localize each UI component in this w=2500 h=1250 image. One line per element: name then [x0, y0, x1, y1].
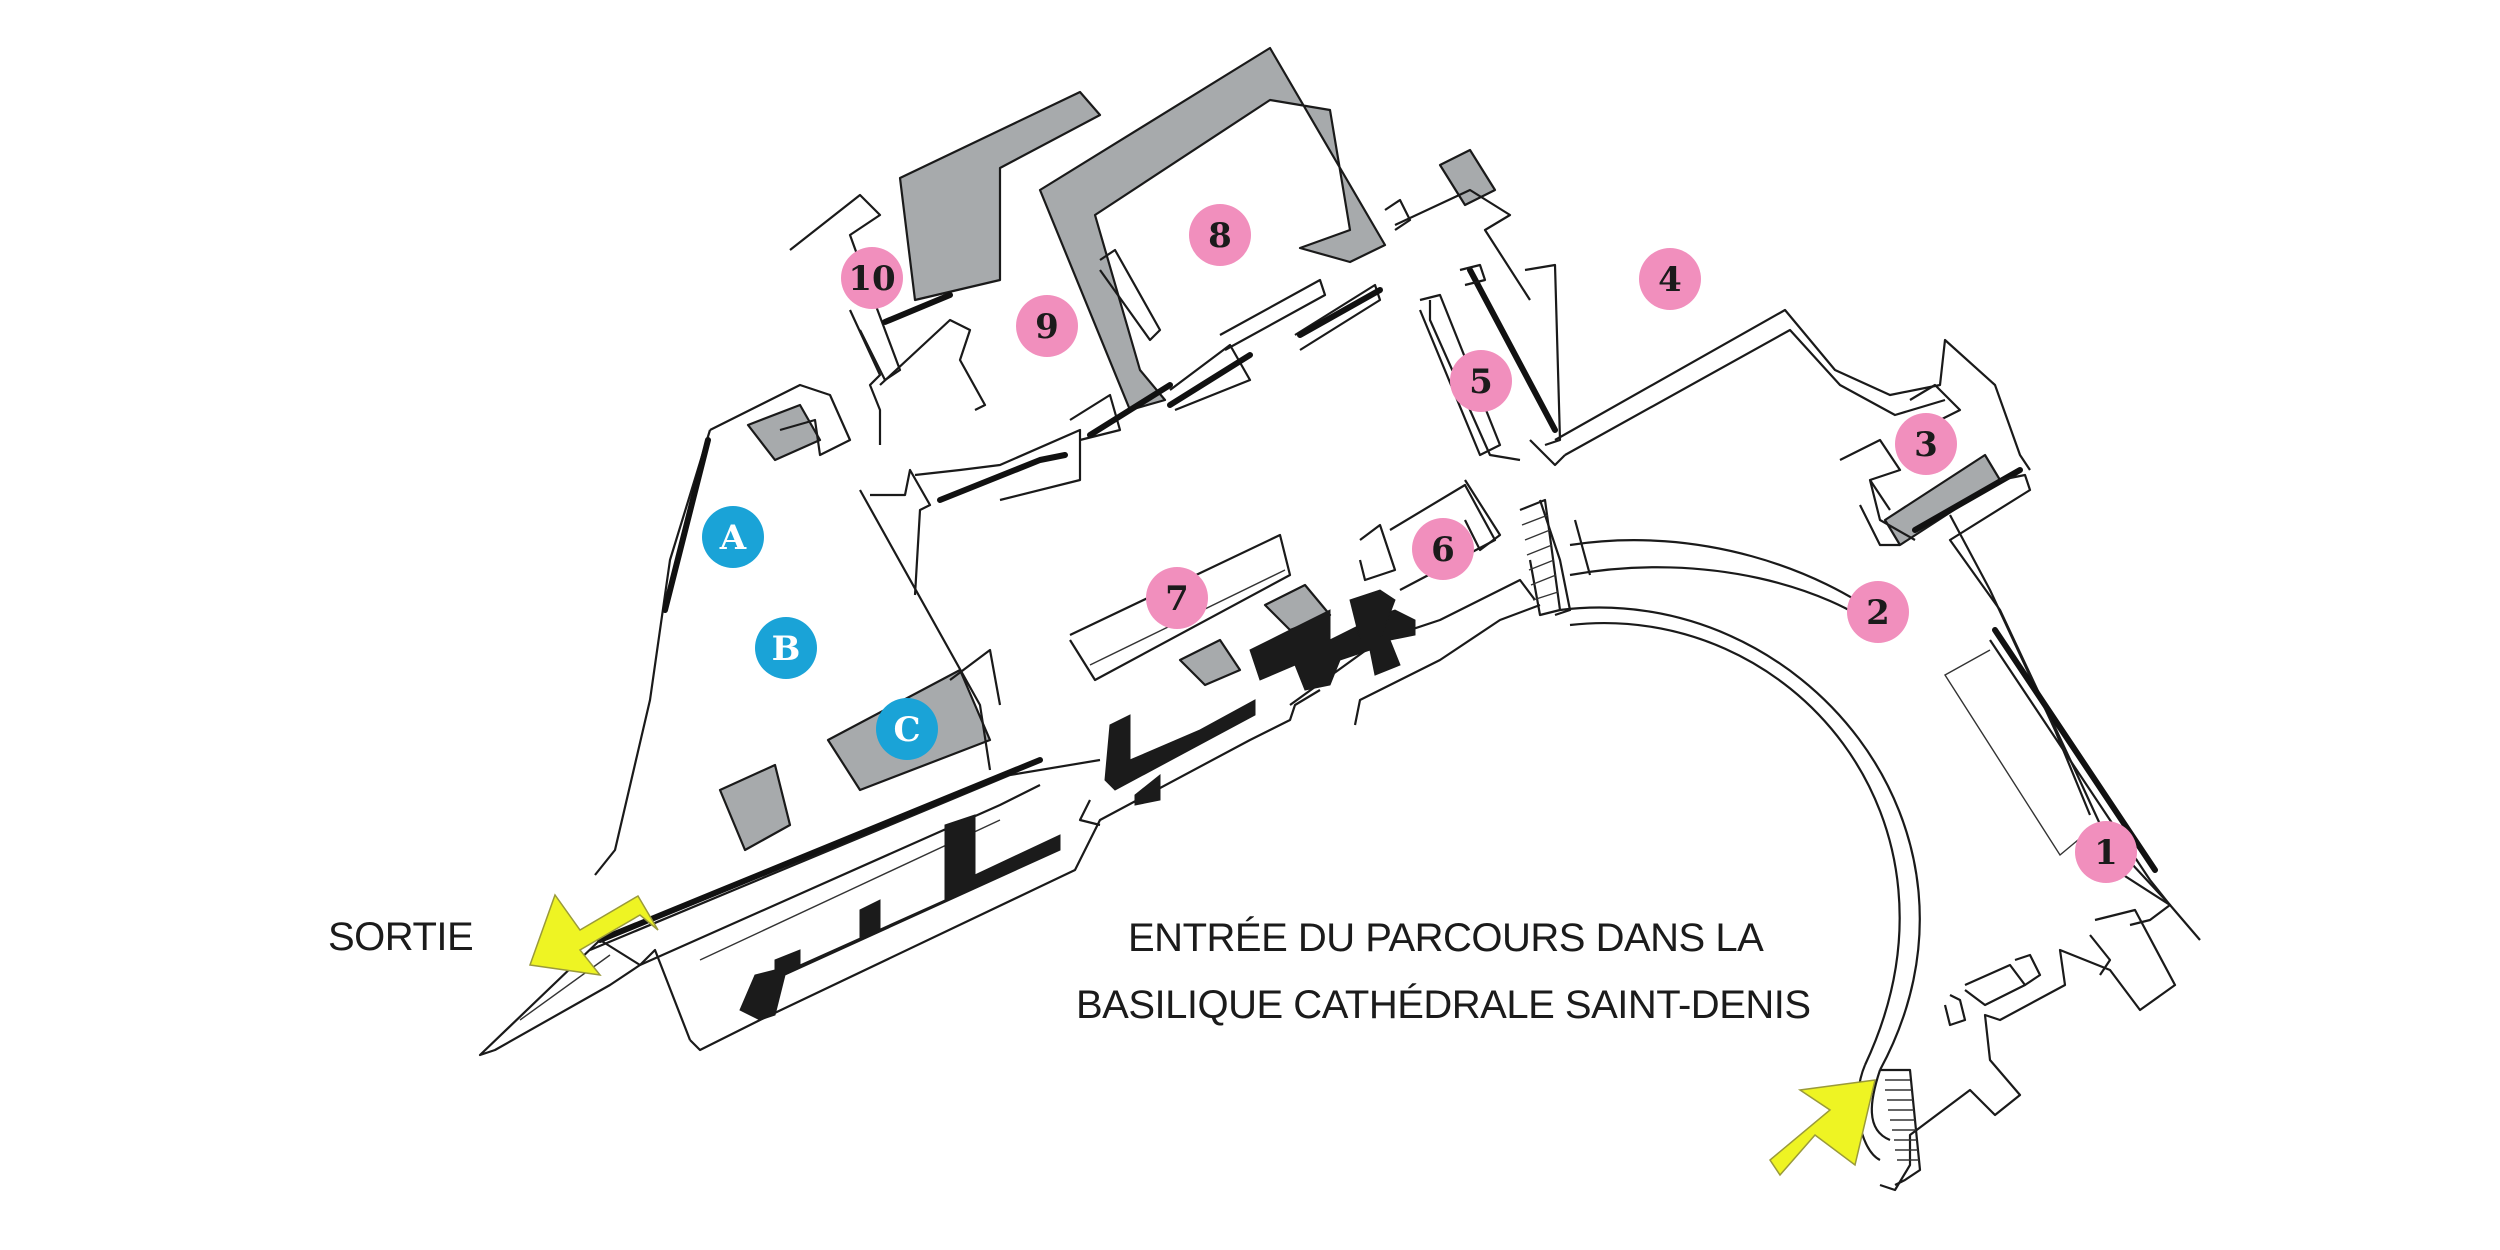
marker-stop-7[interactable]: 7: [1146, 567, 1208, 629]
stop-6-label: 6: [1431, 530, 1455, 570]
marker-point-a[interactable]: A: [702, 506, 764, 568]
marker-point-b[interactable]: B: [755, 617, 817, 679]
exit-label: SORTIE: [328, 915, 473, 959]
marker-stop-2[interactable]: 2: [1847, 581, 1909, 643]
stop-3-circle: [1895, 413, 1957, 475]
stop-2-circle: [1847, 581, 1909, 643]
marker-stop-10[interactable]: 10: [841, 247, 903, 309]
stop-1-label: 1: [2094, 833, 2118, 873]
stop-7-label: 7: [1165, 579, 1189, 619]
stop-9-circle: [1016, 295, 1078, 357]
point-b-label: B: [772, 629, 801, 669]
point-b-circle: [755, 617, 817, 679]
stop-3-label: 3: [1914, 425, 1938, 465]
marker-stop-4[interactable]: 4: [1639, 248, 1701, 310]
entrance-label-line2: BASILIQUE CATHÉDRALE SAINT-DENIS: [1076, 982, 1811, 1027]
service-points: A B C: [702, 506, 938, 760]
tour-stops: 1 2 3 4 5 6 7 8 9 10: [841, 204, 2137, 883]
marker-stop-9[interactable]: 9: [1016, 295, 1078, 357]
stairs-entrance: [1880, 1068, 1922, 1186]
point-c-circle: [876, 698, 938, 760]
stop-6-circle: [1412, 518, 1474, 580]
entrance-arrow[interactable]: [1769, 1079, 1876, 1177]
stop-2-label: 2: [1866, 593, 1890, 633]
marker-stop-5[interactable]: 5: [1450, 350, 1512, 412]
stop-9-label: 9: [1035, 307, 1059, 347]
point-c-label: C: [893, 710, 920, 750]
masonry-black: [739, 589, 1416, 1021]
entrance-label-line1: ENTRÉE DU PARCOURS DANS LA: [1128, 915, 1764, 960]
stairs-center: [1519, 498, 1562, 617]
point-a-circle: [702, 506, 764, 568]
stop-8-circle: [1189, 204, 1251, 266]
marker-stop-3[interactable]: 3: [1895, 413, 1957, 475]
stop-4-circle: [1639, 248, 1701, 310]
stop-7-circle: [1146, 567, 1208, 629]
exit-arrow[interactable]: [528, 893, 659, 977]
marker-stop-6[interactable]: 6: [1412, 518, 1474, 580]
stop-5-circle: [1450, 350, 1512, 412]
marker-point-c[interactable]: C: [876, 698, 938, 760]
marker-stop-8[interactable]: 8: [1189, 204, 1251, 266]
marker-stop-1[interactable]: 1: [2075, 821, 2137, 883]
stop-1-circle: [2075, 821, 2137, 883]
stop-8-label: 8: [1208, 216, 1232, 256]
walls: [478, 188, 2201, 1192]
stop-5-label: 5: [1469, 362, 1493, 402]
stop-10-circle: [841, 247, 903, 309]
stop-10-label: 10: [848, 259, 895, 299]
stop-4-label: 4: [1658, 260, 1682, 300]
point-a-label: A: [719, 518, 747, 558]
